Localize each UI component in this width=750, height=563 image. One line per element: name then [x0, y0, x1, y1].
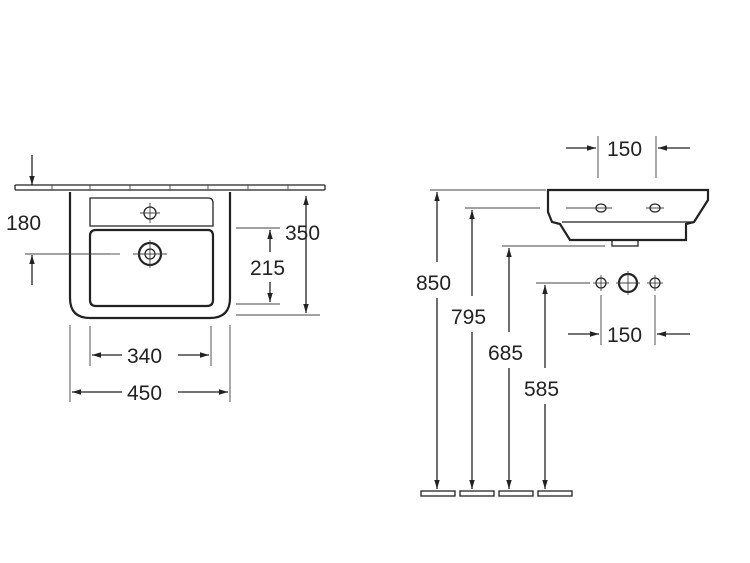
dim-label-340: 340 — [127, 345, 162, 368]
dim-label-795: 795 — [451, 306, 486, 329]
dim-label-850: 850 — [416, 272, 451, 295]
front-view: 180 350 215 340 450 — [6, 155, 326, 405]
dim-150-top — [566, 136, 690, 178]
dim-180 — [25, 155, 110, 285]
dim-350 — [236, 196, 320, 316]
basin-outline — [68, 192, 232, 320]
drain — [110, 240, 167, 268]
tap-hole-side-left — [566, 203, 612, 213]
drain-outlet — [611, 239, 639, 247]
supply-right-icon — [647, 275, 663, 291]
dim-label-150-bottom: 150 — [607, 324, 642, 347]
dim-label-585: 585 — [524, 378, 559, 401]
dim-label-350: 350 — [285, 222, 320, 245]
supply-left-icon — [593, 275, 609, 291]
tap-hole — [140, 203, 160, 223]
floor-strip — [420, 490, 573, 497]
dim-340 — [89, 326, 212, 366]
dim-label-150-top: 150 — [607, 138, 642, 161]
side-view: 150 — [416, 136, 710, 497]
basin-profile — [546, 188, 710, 242]
dim-150-bottom — [568, 295, 690, 345]
dim-450 — [69, 325, 231, 402]
tap-ledge — [89, 197, 214, 227]
dim-label-215: 215 — [250, 257, 285, 280]
bowl-outline — [88, 228, 215, 308]
wall-strip — [14, 184, 326, 191]
tap-hole-side-right — [646, 203, 664, 213]
dim-215 — [236, 227, 280, 305]
waste-outlet-icon — [616, 271, 640, 295]
dim-label-685: 685 — [488, 342, 523, 365]
dim-label-180: 180 — [6, 212, 41, 235]
dim-label-450: 450 — [127, 382, 162, 405]
